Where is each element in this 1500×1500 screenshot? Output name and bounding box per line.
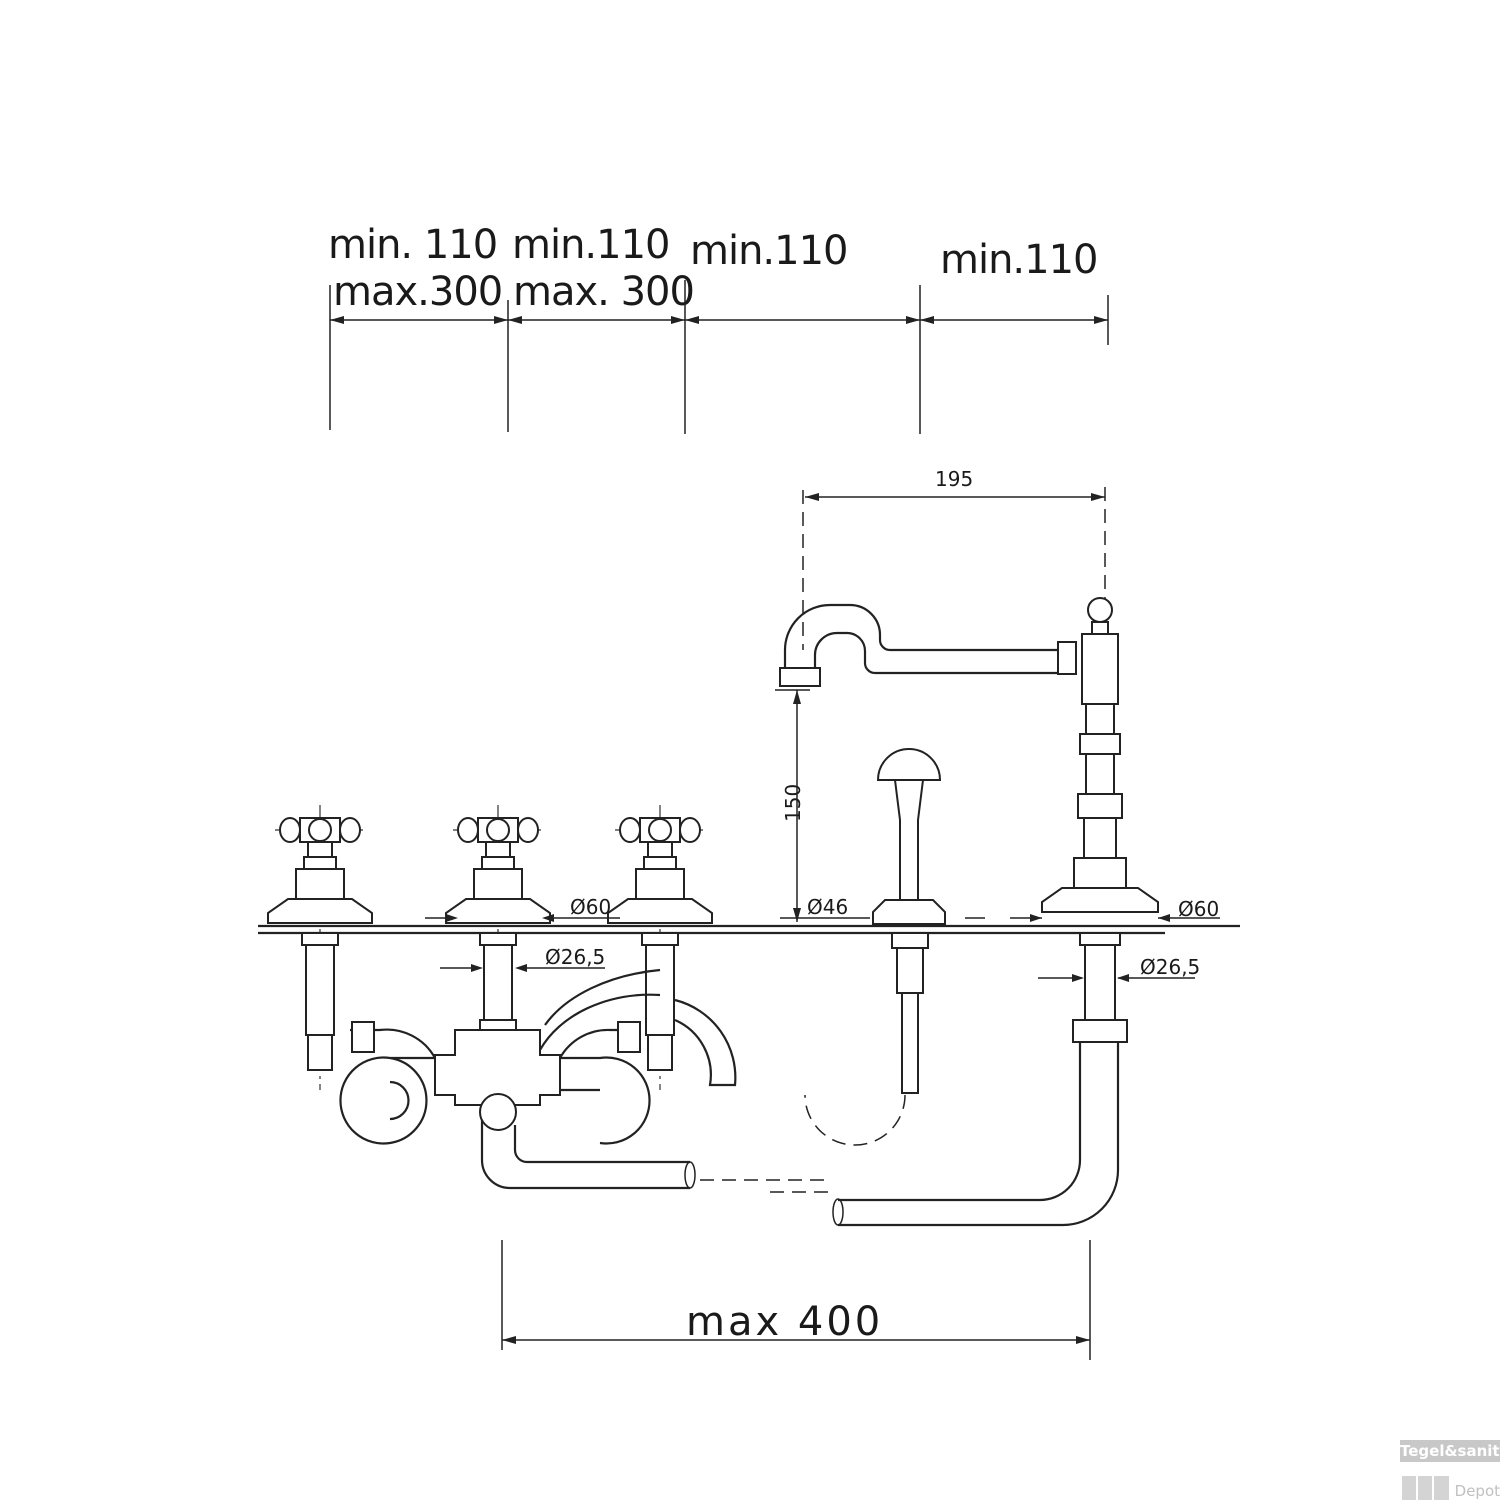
overall-width-dimension: max 400 <box>501 1240 1091 1360</box>
pipework <box>339 968 830 1190</box>
dim-1-max: max.300 <box>333 269 502 315</box>
tap-mixer <box>445 805 551 1090</box>
tap-base-diameter: Ø60 <box>570 895 611 919</box>
watermark-brand: Tegel&sanitair <box>1400 1440 1500 1462</box>
tap-cold <box>267 805 373 1090</box>
diameter-callouts: Ø60 Ø46 Ø60 Ø26,5 Ø26,5 <box>425 895 1220 982</box>
logo-square <box>1434 1476 1449 1500</box>
cross-handle-taps <box>267 805 713 1090</box>
shower-base-diameter: Ø46 <box>807 895 848 919</box>
watermark-logo: Tegel&sanitair Depot <box>1400 1440 1500 1500</box>
dim-1-min: min. 110 <box>328 222 497 268</box>
dim-4-min: min.110 <box>940 237 1098 283</box>
spout-base-diameter: Ø60 <box>1178 897 1219 921</box>
dim-3-min: min.110 <box>690 228 848 274</box>
spout <box>770 597 1159 1227</box>
top-dimension-chain: min. 110 max.300 min.110 max. 300 min.11… <box>328 222 1109 434</box>
spout-reach-dimension: 195 <box>802 467 1106 650</box>
spout-height-dimension: 150 <box>775 689 810 922</box>
tap-hot <box>607 805 713 1090</box>
deck-surface <box>258 924 1240 935</box>
logo-square <box>1402 1476 1417 1500</box>
dim-2-min: min.110 <box>512 222 670 268</box>
spout-reach-label: 195 <box>935 467 973 491</box>
tap-shank-diameter: Ø26,5 <box>545 945 605 969</box>
spout-shank-diameter: Ø26,5 <box>1140 955 1200 979</box>
watermark-sub: Depot <box>1454 1482 1500 1500</box>
logo-square <box>1418 1476 1433 1500</box>
spout-height-label: 150 <box>781 784 805 822</box>
overall-width-label: max 400 <box>686 1299 883 1345</box>
hand-shower <box>804 748 946 1146</box>
dim-2-max: max. 300 <box>513 269 694 315</box>
